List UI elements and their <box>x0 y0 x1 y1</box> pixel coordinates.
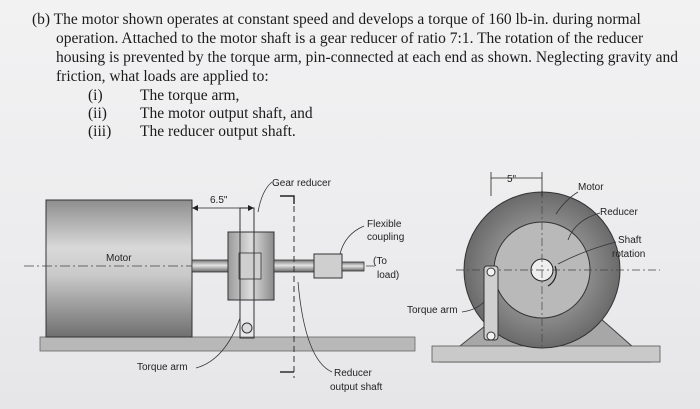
motor-label: Motor <box>106 253 132 264</box>
torque-arm-end <box>483 265 499 341</box>
end-view: 5" Motor Reducer Shaft rotation Torque a… <box>407 172 661 363</box>
shaft-rotation-leader <box>557 241 617 265</box>
flexible-coupling-leader <box>339 225 365 255</box>
shaft-rotation-label-2: rotation <box>612 249 645 260</box>
question-number: (iii) <box>88 123 112 140</box>
to-load-label-2: load) <box>377 270 399 281</box>
torque-arm-pin-bottom <box>486 331 496 341</box>
to-load-label-1: (To <box>373 256 387 267</box>
section-arrow-top <box>280 195 295 204</box>
question-number: (ii) <box>88 105 107 122</box>
end-reducer-label: Reducer <box>600 207 638 218</box>
end-torque-arm-leader <box>461 301 485 313</box>
reducer-output-label-1: Reducer <box>334 368 372 379</box>
motor-body <box>45 199 193 338</box>
reducer-gear <box>238 252 262 280</box>
question-item: (ii) The motor output shaft, and <box>32 105 682 123</box>
gear-reducer-label: Gear reducer <box>272 178 332 189</box>
flexible-coupling-label-2: coupling <box>367 232 404 243</box>
torque-arm-pin-top <box>486 267 496 277</box>
question-item: (iii) The reducer output shaft. <box>32 123 682 141</box>
flexible-coupling <box>313 253 343 279</box>
side-view: 6.5" Gear reducer Flexible coupling (To … <box>24 178 416 393</box>
question-text: The motor output shaft, and <box>140 105 313 122</box>
question-number: (i) <box>88 87 103 104</box>
problem-statement: (b) The motor shown operates at constant… <box>32 10 682 141</box>
torque-arm-leader <box>195 317 241 369</box>
motor-shaft <box>191 259 229 273</box>
question-text: The torque arm, <box>140 87 240 104</box>
question-item: (i) The torque arm, <box>32 87 682 105</box>
end-base <box>431 345 661 363</box>
torque-arm-label: Torque arm <box>137 362 188 373</box>
end-motor-label: Motor <box>578 182 604 193</box>
load-shaft <box>341 261 365 272</box>
gear-reducer-leader <box>257 181 273 213</box>
dimension-label-5: 5" <box>507 174 517 185</box>
end-reducer-leader <box>567 212 601 241</box>
end-torque-arm-label: Torque arm <box>407 305 458 316</box>
rotation-arrow <box>547 265 557 287</box>
dimension-label-6-5: 6.5" <box>210 195 228 206</box>
flexible-coupling-label-1: Flexible <box>367 219 402 230</box>
problem-intro: (b) The motor shown operates at constant… <box>32 11 678 85</box>
gear-reducer-housing <box>227 231 275 301</box>
end-motor-leader <box>555 191 579 215</box>
shaft-rotation-label-1: Shaft <box>618 235 642 246</box>
reducer-output-leader <box>297 281 333 373</box>
question-text: The reducer output shaft. <box>140 123 296 140</box>
question-list: (i) The torque arm, (ii) The motor outpu… <box>32 87 682 141</box>
reducer-output-label-2: output shaft <box>330 382 382 393</box>
torque-arm-pin <box>241 322 253 334</box>
